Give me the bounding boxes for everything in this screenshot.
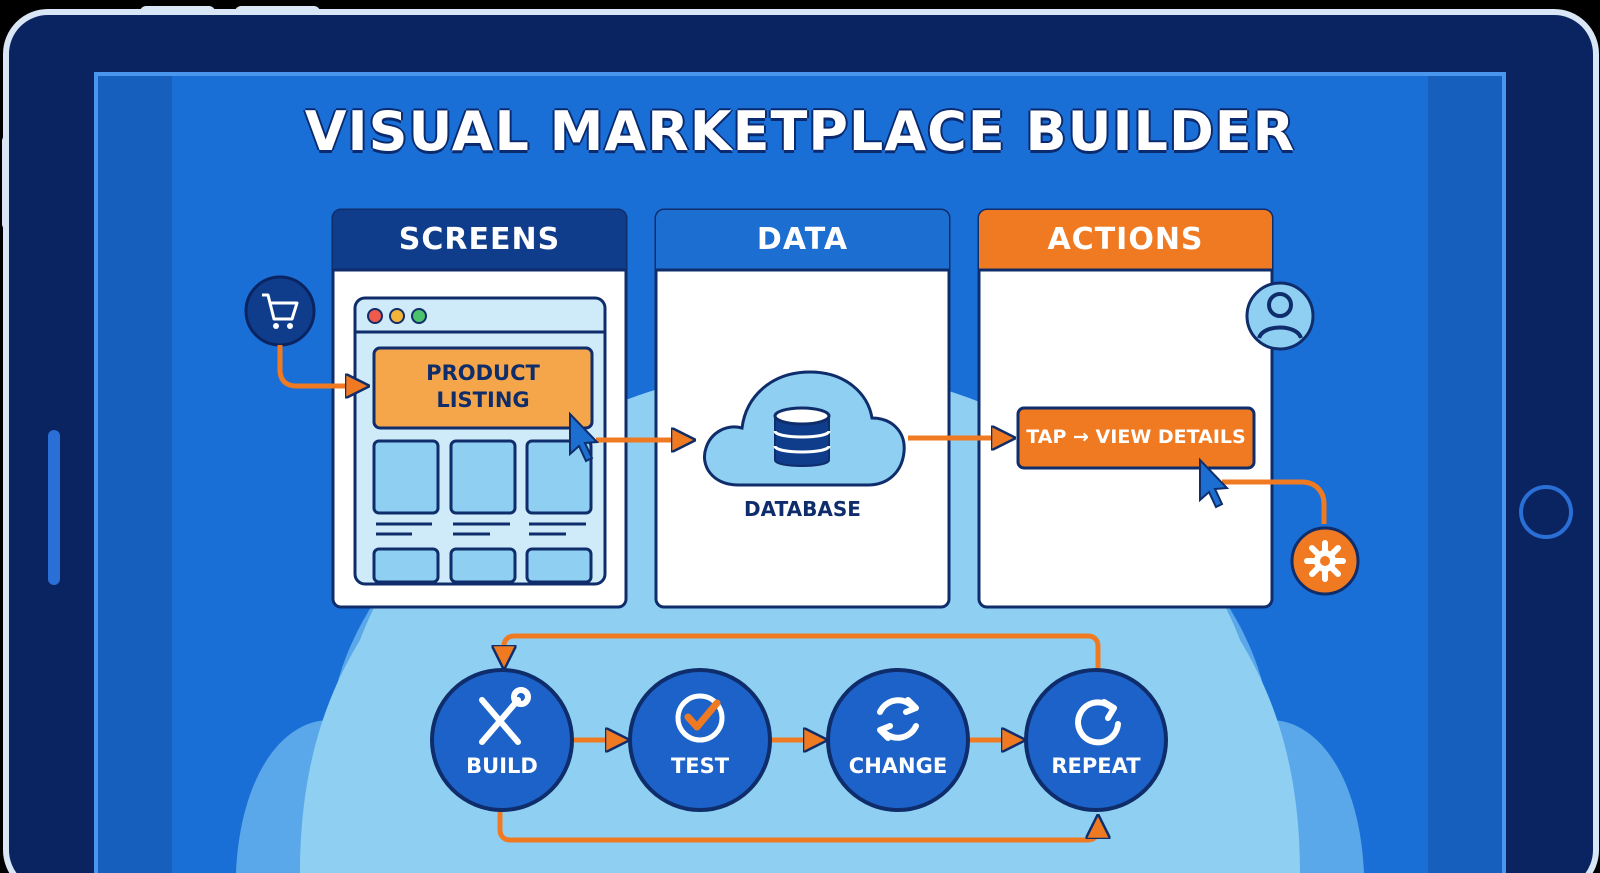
loop-top-arrow bbox=[504, 633, 1101, 672]
cart-to-listing-arrow bbox=[277, 345, 360, 386]
cycle-circle-build bbox=[430, 668, 574, 812]
panel-header-screens: SCREENS bbox=[398, 222, 561, 257]
cycle-label-build: BUILD bbox=[466, 754, 538, 778]
cursor-icon bbox=[1199, 457, 1230, 509]
window-max-dot bbox=[411, 308, 427, 324]
cycle-label-change: CHANGE bbox=[848, 754, 948, 778]
data-panel bbox=[654, 208, 951, 609]
window-min-dot bbox=[389, 308, 405, 324]
panel-header-data: DATA bbox=[756, 222, 849, 257]
database-icon bbox=[773, 406, 831, 467]
cycle-label-repeat: REPEAT bbox=[1051, 754, 1141, 778]
window-close-dot bbox=[367, 308, 383, 324]
screens-panel bbox=[331, 208, 628, 609]
loop-bottom-arrow bbox=[497, 810, 1098, 843]
sync-icon bbox=[877, 697, 919, 741]
check-icon bbox=[675, 693, 725, 743]
cursor-icon bbox=[569, 411, 600, 463]
database-label: DATABASE bbox=[744, 497, 861, 521]
cart-icon bbox=[244, 275, 316, 347]
tap-view-details-button[interactable]: TAP → VIEW DETAILS bbox=[1026, 426, 1246, 448]
build-tools-icon bbox=[479, 687, 531, 745]
repeat-icon bbox=[1075, 699, 1121, 746]
cycle-label-test: TEST bbox=[670, 754, 730, 778]
tap-to-gear-line bbox=[1222, 479, 1327, 524]
product-listing-label[interactable]: PRODUCT LISTING bbox=[426, 361, 540, 412]
gear-icon bbox=[1290, 526, 1360, 596]
panel-header-actions: ACTIONS bbox=[1047, 222, 1204, 257]
user-avatar-icon bbox=[1245, 281, 1315, 351]
page-title: VISUAL MARKETPLACE BUILDER bbox=[304, 100, 1296, 163]
actions-panel bbox=[977, 208, 1274, 609]
